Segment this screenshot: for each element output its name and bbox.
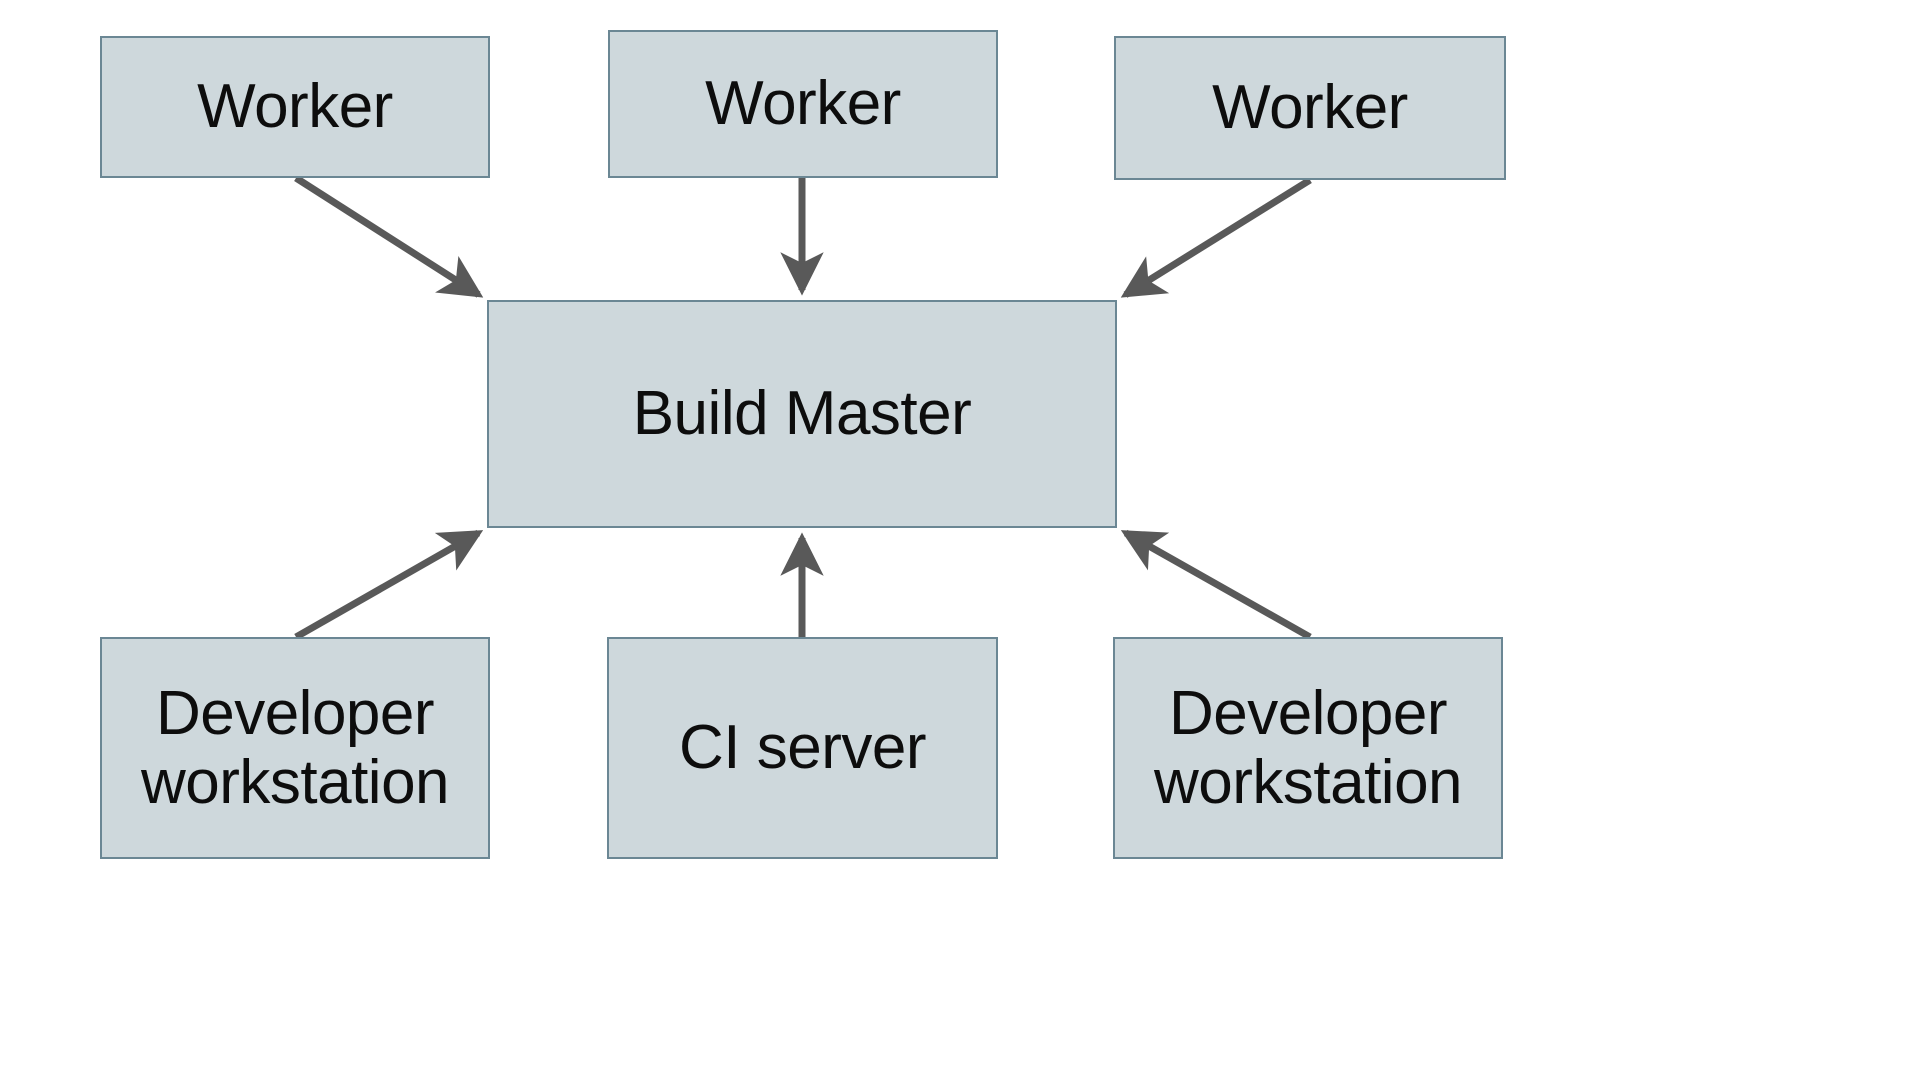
edge-worker-right-to-master-arrow-icon (1120, 177, 1312, 298)
node-ci-server[interactable]: CI server (607, 637, 998, 859)
node-worker-left[interactable]: Worker (100, 36, 490, 178)
node-developer-workstation-right[interactable]: Developer workstation (1113, 637, 1503, 859)
node-developer-workstation-left[interactable]: Developer workstation (100, 637, 490, 859)
node-label: Developer workstation (140, 678, 450, 817)
edge-developer-left-to-master-arrow-icon (294, 529, 484, 641)
edge-developer-right-to-master-arrow-icon (1120, 529, 1312, 641)
edge-worker-left-to-master-arrow-icon (294, 175, 484, 298)
node-label: Developer workstation (1153, 678, 1463, 817)
node-label: Build Master (632, 379, 972, 449)
node-build-master[interactable]: Build Master (487, 300, 1117, 528)
node-label: Worker (197, 72, 393, 142)
node-label: Worker (1212, 73, 1408, 143)
node-label: CI server (679, 713, 926, 783)
node-worker-right[interactable]: Worker (1114, 36, 1506, 180)
node-worker-center[interactable]: Worker (608, 30, 998, 178)
node-label: Worker (705, 69, 901, 139)
